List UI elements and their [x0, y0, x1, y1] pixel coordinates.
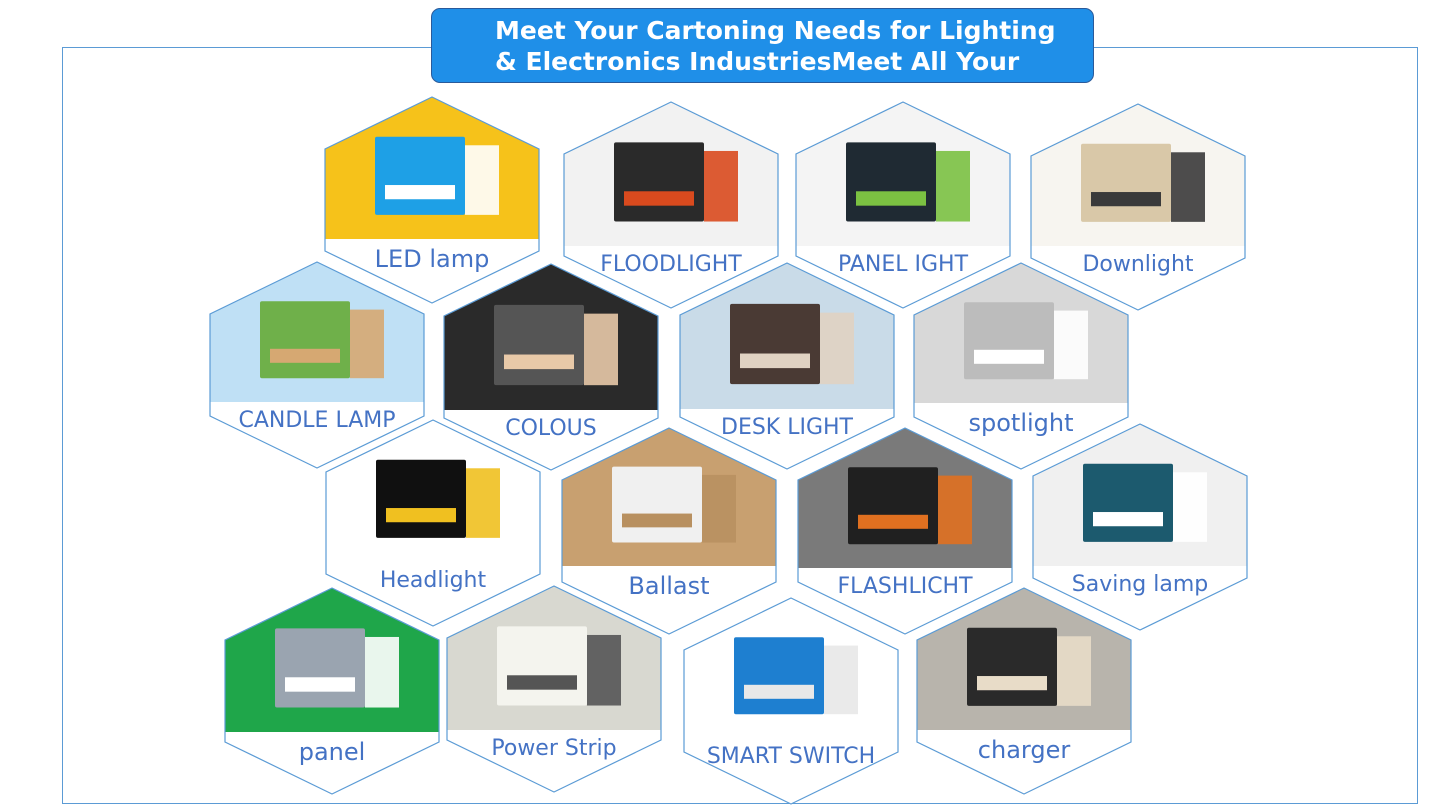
saving-lamp-box-photo — [1032, 423, 1248, 631]
led-bulb-boxes-photo — [324, 96, 540, 304]
candle-lamp-boxes-photo — [209, 261, 425, 469]
product-tile: spotlight — [913, 262, 1129, 470]
product-tile: DESK LIGHT — [679, 262, 895, 470]
desk-light-box-photo — [679, 262, 895, 470]
smart-switch-box-photo — [683, 597, 899, 805]
panel-light-box-photo — [795, 101, 1011, 309]
product-tile: LED lamp — [324, 96, 540, 304]
product-label: FLASHLICHT — [837, 574, 973, 599]
flashlight-box-photo — [797, 427, 1013, 635]
product-tile: Headlight — [325, 419, 541, 627]
product-label: charger — [977, 736, 1071, 764]
product-tile: Downlight — [1030, 103, 1246, 311]
product-label: DESK LIGHT — [721, 415, 853, 440]
product-label: spotlight — [968, 409, 1074, 437]
product-label: FLOODLIGHT — [600, 252, 742, 277]
product-tile: Ballast — [561, 427, 777, 635]
power-strips-photo — [446, 585, 662, 793]
title-banner: Meet Your Cartoning Needs for Lighting &… — [431, 8, 1094, 83]
product-label: SMART SWITCH — [706, 744, 876, 769]
product-tile: Saving lamp — [1032, 423, 1248, 631]
floodlight-box-photo — [563, 101, 779, 309]
product-label: Ballast — [628, 572, 710, 600]
downlight-boxes-photo — [1030, 103, 1246, 311]
product-tile: panel — [224, 587, 440, 795]
product-tile: FLASHLICHT — [797, 427, 1013, 635]
product-tile: SMART SWITCH — [683, 597, 899, 805]
switch-panels-photo — [224, 587, 440, 795]
product-tile: charger — [916, 587, 1132, 795]
product-tile: Power Strip — [446, 585, 662, 793]
spotlight-box-photo — [913, 262, 1129, 470]
colous-lamp-photo — [443, 263, 659, 471]
product-label: CANDLE LAMP — [238, 408, 396, 433]
product-label: Headlight — [379, 568, 487, 593]
product-label: Saving lamp — [1071, 572, 1209, 597]
product-tile: PANEL IGHT — [795, 101, 1011, 309]
headlight-boxes-photo — [325, 419, 541, 627]
product-tile: COLOUS — [443, 263, 659, 471]
product-label: PANEL IGHT — [837, 252, 969, 277]
product-label: Power Strip — [491, 736, 617, 761]
product-tile: CANDLE LAMP — [209, 261, 425, 469]
product-label: Downlight — [1082, 252, 1194, 277]
product-tile: FLOODLIGHT — [563, 101, 779, 309]
product-label: COLOUS — [505, 416, 597, 441]
product-label: panel — [298, 738, 366, 766]
product-label: LED lamp — [374, 245, 490, 273]
ballast-drivers-photo — [561, 427, 777, 635]
banner-title: Meet Your Cartoning Needs for Lighting &… — [495, 16, 1056, 82]
charger-packs-photo — [916, 587, 1132, 795]
